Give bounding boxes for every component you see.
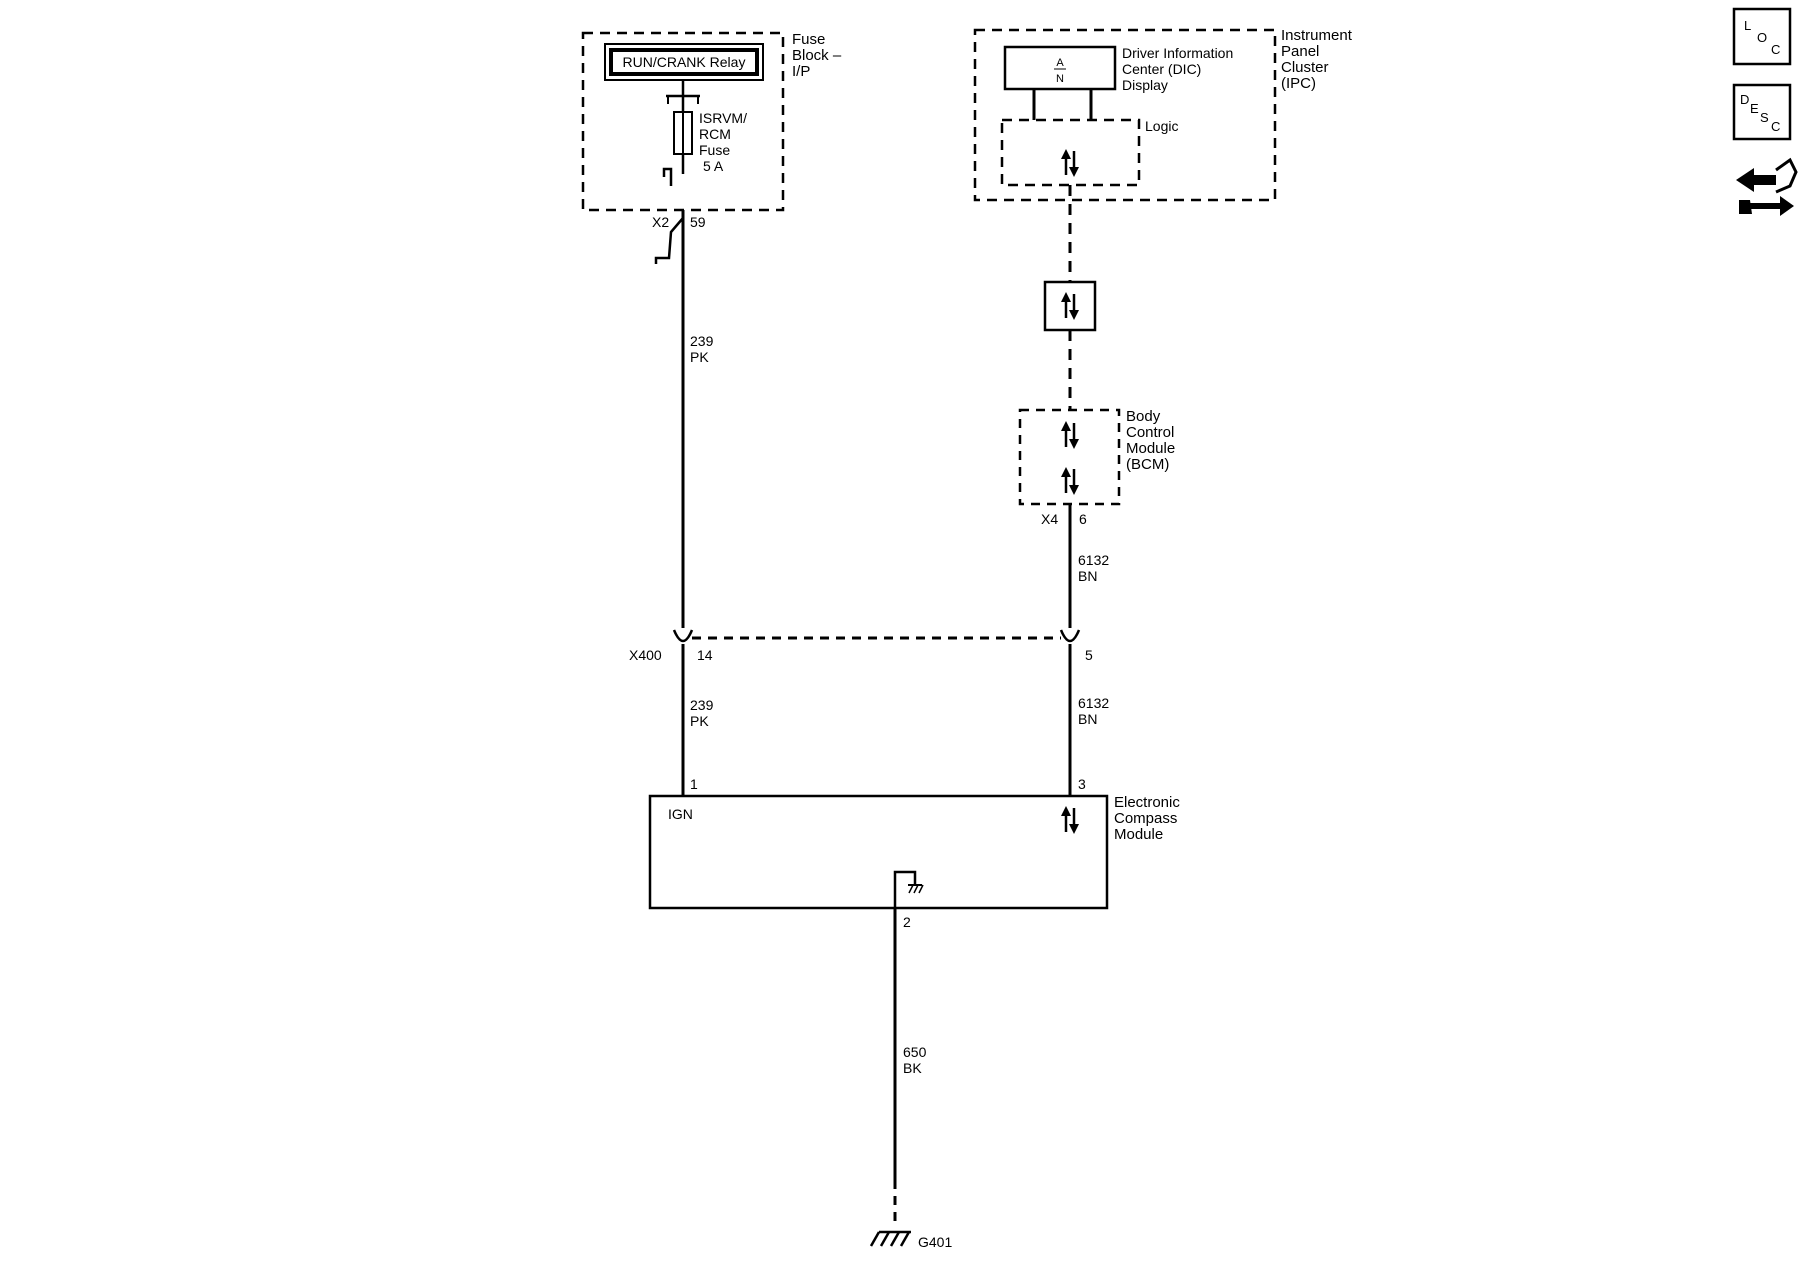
instrument-panel-cluster: Instrument Panel Cluster (IPC) A N Drive… (973, 27, 1353, 202)
x2-connector-label: X2 (652, 214, 669, 230)
dic-label-2: Center (DIC) (1122, 61, 1201, 77)
ipc-title-4: (IPC) (1281, 75, 1316, 92)
loc-letter-c: C (1771, 42, 1780, 57)
ecm-pin-2: 2 (903, 914, 911, 930)
bcm-title-3: Module (1126, 440, 1175, 457)
connector-repair-icon[interactable] (1736, 157, 1798, 216)
fuse-label-2: RCM (699, 126, 731, 142)
wire-239-label-lower: 239 (690, 697, 714, 713)
x2-connector-symbol (654, 217, 684, 264)
fuse-label-1: ISRVM/ (699, 110, 747, 126)
x400-label: X400 (629, 647, 662, 663)
loc-letter-l: L (1744, 18, 1751, 33)
wire-bn-label-upper: BN (1078, 568, 1097, 584)
ecm-title-1: Electronic (1114, 794, 1180, 811)
bcm-title-4: (BCM) (1126, 456, 1169, 473)
ipc-title-2: Panel (1281, 43, 1319, 60)
wire-6132-label-lower: 6132 (1078, 695, 1109, 711)
wire-pk-label-upper: PK (690, 349, 709, 365)
ecm-title-3: Module (1114, 826, 1163, 843)
internal-ground-icon (893, 870, 924, 908)
ipc-title-1: Instrument (1281, 27, 1353, 44)
wire-bk-label: BK (903, 1060, 922, 1076)
x4-pin-6: 6 (1079, 511, 1087, 527)
fuse-label-3: Fuse (699, 142, 730, 158)
display-icon-a: A (1056, 57, 1064, 69)
ecm-pin-1: 1 (690, 776, 698, 792)
fuse-rating: 5 A (703, 158, 724, 174)
ipc-logic: Logic (1000, 118, 1178, 187)
fuse-block-title-2: Block – (792, 47, 842, 64)
desc-letter-c: C (1771, 119, 1780, 134)
wire-6132-label-upper: 6132 (1078, 552, 1109, 568)
run-crank-relay: RUN/CRANK Relay (604, 43, 764, 112)
fuse-block-title-1: Fuse (792, 31, 825, 48)
body-control-module: Body Control Module (BCM) (1018, 408, 1175, 506)
desc-letter-e: E (1750, 101, 1759, 116)
x400-inline-connector: X400 14 5 (629, 629, 1093, 663)
x2-pin-59: 59 (690, 214, 706, 230)
ground-g401-icon (869, 1230, 911, 1247)
desc-button[interactable]: D E S C (1732, 83, 1792, 141)
ign-label: IGN (668, 806, 693, 822)
wire-pk-label-lower: PK (690, 713, 709, 729)
serial-data-gateway (1043, 280, 1097, 332)
isrvm-rcm-fuse: ISRVM/ RCM Fuse 5 A (662, 110, 747, 186)
logic-label: Logic (1145, 118, 1178, 134)
x4-connector-label: X4 (1041, 511, 1058, 527)
display-icon-n: N (1056, 73, 1064, 85)
wire-650-label: 650 (903, 1044, 927, 1060)
desc-letter-d: D (1740, 92, 1749, 107)
x400-pin-5: 5 (1085, 647, 1093, 663)
fuse-block: Fuse Block – I/P RUN/CRANK Relay ISRVM/ … (581, 31, 842, 212)
ground-g401-label: G401 (918, 1234, 952, 1250)
wire-bn-label-lower: BN (1078, 711, 1097, 727)
dic-display: A N Driver Information Center (DIC) Disp… (1003, 45, 1233, 120)
bcm-title-1: Body (1126, 408, 1161, 425)
ecm-title-2: Compass (1114, 810, 1177, 827)
fuse-block-title-3: I/P (792, 63, 810, 80)
relay-label: RUN/CRANK Relay (623, 54, 746, 70)
dic-label-3: Display (1122, 77, 1168, 93)
loc-letter-o: O (1757, 30, 1767, 45)
x400-pin-14: 14 (697, 647, 713, 663)
loc-button[interactable]: L O C (1732, 7, 1792, 66)
electronic-compass-module: Electronic Compass Module IGN 1 3 2 (648, 776, 1180, 930)
ipc-title-3: Cluster (1281, 59, 1329, 76)
ecm-pin-3: 3 (1078, 776, 1086, 792)
desc-letter-s: S (1760, 110, 1769, 125)
bcm-title-2: Control (1126, 424, 1174, 441)
wire-239-label-upper: 239 (690, 333, 714, 349)
dic-label-1: Driver Information (1122, 45, 1233, 61)
